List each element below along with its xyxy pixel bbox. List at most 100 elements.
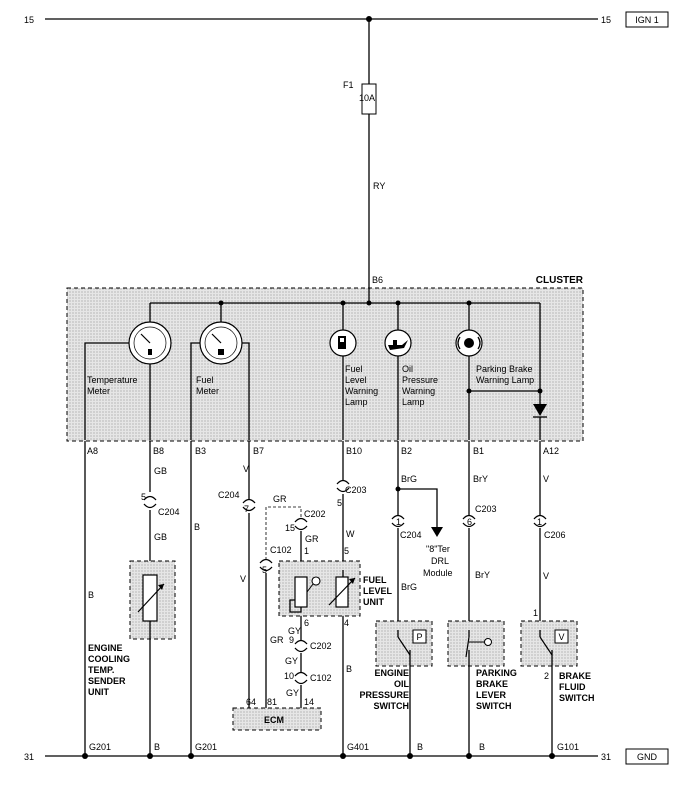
oil-lamp-label-3: Warning xyxy=(402,386,435,396)
c202-b-pin: 9 xyxy=(289,635,294,645)
parking-switch-icon xyxy=(484,638,492,646)
wire-gy-3: GY xyxy=(286,688,299,698)
c204-b-pin: 7 xyxy=(244,504,249,514)
fuse-rating: 10A xyxy=(359,93,375,103)
pin-a12: A12 xyxy=(543,446,559,456)
connector-c102-a-icon xyxy=(259,558,273,564)
drl-line-3: Module xyxy=(423,568,453,578)
oil-switch-label-1: ENGINE xyxy=(374,668,409,678)
oil-switch-symbol: P xyxy=(416,632,422,642)
connector-c203-a-icon xyxy=(336,479,350,485)
pin-b1: B1 xyxy=(473,446,484,456)
engine-temp-label-2: COOLING xyxy=(88,654,130,664)
rail-bottom-left-label: 31 xyxy=(24,752,34,762)
parking-switch-label-4: SWITCH xyxy=(476,701,512,711)
ecm-pin14: 14 xyxy=(304,697,314,707)
wire-gr-2: GR xyxy=(270,635,284,645)
connector-c102-b-icon xyxy=(294,671,308,677)
c203-a-pin: 5 xyxy=(337,498,342,508)
pin-b7: B7 xyxy=(253,446,264,456)
pin-a8: A8 xyxy=(87,446,98,456)
wire-v-2: V xyxy=(240,574,246,584)
c102-a-label: C102 xyxy=(270,545,292,555)
wire-gr-1: GR xyxy=(305,534,319,544)
brake-lamp-label-1: Parking Brake xyxy=(476,364,533,374)
cluster-box xyxy=(66,287,584,442)
wire-gb-2: GB xyxy=(154,532,167,542)
rail-top-left-label: 15 xyxy=(24,15,34,25)
c102-b-label: C102 xyxy=(310,673,332,683)
temp-meter-label-2: Meter xyxy=(87,386,110,396)
brake-fluid-switch-box xyxy=(520,620,578,667)
gr-shield-loop xyxy=(265,506,302,560)
engine-temp-label-5: UNIT xyxy=(88,687,109,697)
ground-g401: G401 xyxy=(347,742,369,752)
fuel-unit-pin4: 4 xyxy=(344,618,349,628)
gnd-box-label: GND xyxy=(637,752,658,762)
connector-c202-a-icon xyxy=(294,517,308,523)
c204-a-pin: 5 xyxy=(141,492,146,502)
c203-b-label: C203 xyxy=(475,504,497,514)
ecm-pin81: 81 xyxy=(267,697,277,707)
wire-b-park: B xyxy=(479,742,485,752)
c202-a-pin: 15 xyxy=(285,523,295,533)
ign-box xyxy=(625,11,669,28)
drl-line-2: DRL xyxy=(431,556,449,566)
ecm-title: ECM xyxy=(264,715,284,725)
c202-a-label: C202 xyxy=(304,509,326,519)
ry-wire-label: RY xyxy=(373,181,385,191)
oil-lamp-label-2: Pressure xyxy=(402,375,438,385)
drl-arrow-icon xyxy=(431,527,443,537)
cluster-title: CLUSTER xyxy=(536,275,584,286)
wire-v-1: V xyxy=(243,464,249,474)
brake-warning-lamp-icon xyxy=(455,329,483,357)
wire-gb-1: GB xyxy=(154,466,167,476)
wire-b-left: B xyxy=(88,590,94,600)
ground-g201-a: G201 xyxy=(89,742,111,752)
fuel-lamp-label-4: Lamp xyxy=(345,397,368,407)
gnd-box xyxy=(625,748,669,765)
c102-a-pin: 5 xyxy=(262,565,267,575)
wire-b-fuel: B xyxy=(346,664,352,674)
c204-b-label: C204 xyxy=(218,490,240,500)
rail-top-right-label: 15 xyxy=(601,15,611,25)
wire-v-4: V xyxy=(543,571,549,581)
parking-switch-label-3: LEVER xyxy=(476,690,507,700)
pin-b10: B10 xyxy=(346,446,362,456)
fuel-unit-pin5: 5 xyxy=(344,546,349,556)
fuel-lamp-label-3: Warning xyxy=(345,386,378,396)
engine-temp-label-3: TEMP. xyxy=(88,665,114,675)
c204-c-pin: 1 xyxy=(396,517,401,527)
oil-lamp-label-1: Oil xyxy=(402,364,413,374)
wire-v-3: V xyxy=(543,474,549,484)
wire-bry-2: BrY xyxy=(475,570,490,580)
parking-switch-contact xyxy=(465,636,470,658)
c202-b-label: C202 xyxy=(310,641,332,651)
brake-fluid-pin2: 2 xyxy=(544,671,549,681)
c206-label: C206 xyxy=(544,530,566,540)
fuel-warning-lamp-icon xyxy=(329,329,357,357)
drl-line-1: "8"Ter xyxy=(426,544,450,554)
engine-temp-label-1: ENGINE xyxy=(88,643,123,653)
fuel-unit-title-3: UNIT xyxy=(363,597,384,607)
rail-bottom-right-label: 31 xyxy=(601,752,611,762)
oil-warning-lamp-icon xyxy=(384,329,412,357)
c203-a-label: C203 xyxy=(345,485,367,495)
brake-lamp-label-2: Warning Lamp xyxy=(476,375,534,385)
brake-fluid-label-1: BRAKE xyxy=(559,671,591,681)
c203-b-pin: 6 xyxy=(467,517,472,527)
wire-bry-1: BrY xyxy=(473,474,488,484)
oil-switch-symbol-box xyxy=(412,629,427,644)
brake-fluid-symbol: V xyxy=(558,632,564,642)
cluster-feed-pin: B6 xyxy=(372,275,383,285)
temperature-gauge-icon xyxy=(128,321,172,365)
fuel-unit-pin6: 6 xyxy=(304,618,309,628)
parking-switch-label-1: PARKING xyxy=(476,668,517,678)
wire-brg-2: BrG xyxy=(401,582,417,592)
fuel-lamp-label-2: Level xyxy=(345,375,367,385)
oil-switch-box xyxy=(375,620,433,667)
connector-c206-icon xyxy=(533,514,547,520)
engine-temp-label-4: SENDER xyxy=(88,676,126,686)
c102-b-pin: 10 xyxy=(284,671,294,681)
